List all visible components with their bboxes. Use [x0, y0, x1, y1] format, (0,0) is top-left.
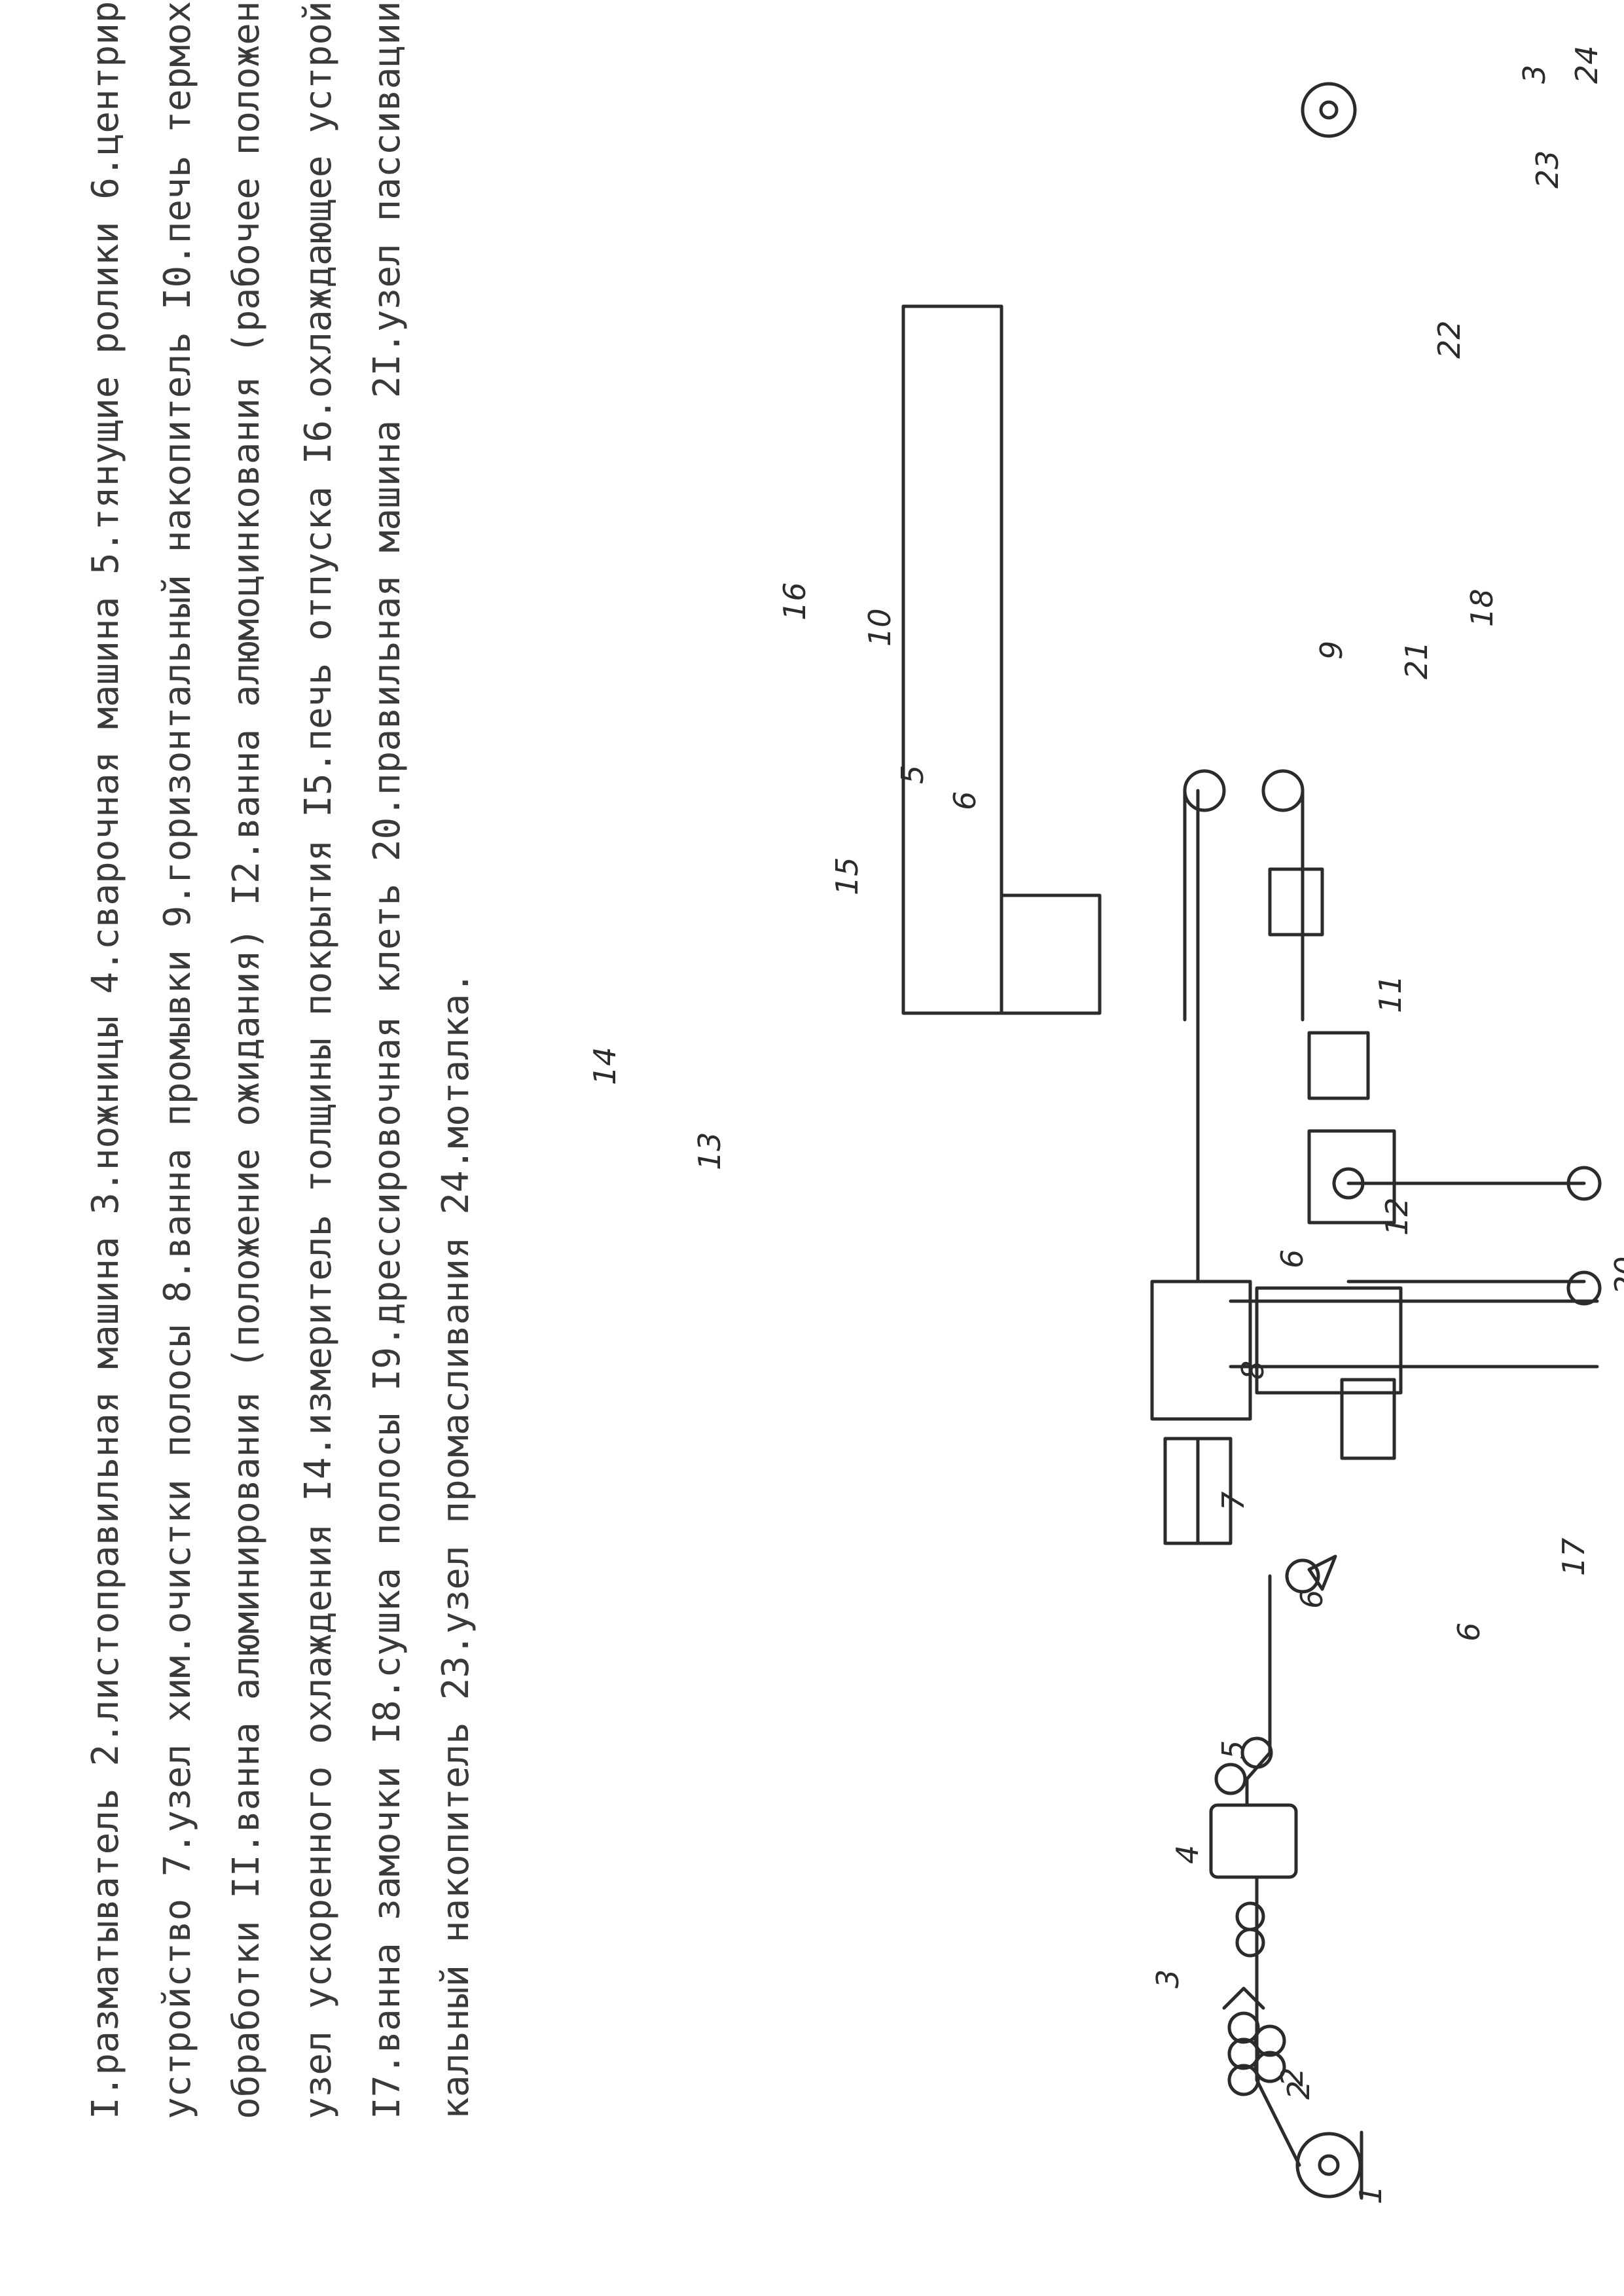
- label-12: 12: [1379, 1197, 1415, 1236]
- legend-line-4: узел ускоренного охлаждения I4.измерител…: [297, 0, 340, 2119]
- label-20: 20: [1608, 1256, 1624, 1295]
- label-13: 13: [692, 1132, 727, 1170]
- rinse-tank-8: [1150, 1280, 1252, 1421]
- recoiler-24: [1301, 82, 1357, 138]
- label-6a: 6: [1294, 1590, 1329, 1609]
- label-6b: 6: [1274, 1249, 1310, 1268]
- label-8: 8: [1235, 1361, 1271, 1380]
- label-15: 15: [829, 857, 865, 895]
- label-18a: 18: [1621, 1551, 1624, 1589]
- label-10: 10: [862, 608, 897, 647]
- legend-line-1: I.разматыватель 2.листоправильная машина…: [84, 0, 127, 2119]
- legend-line-6: кальный накопитель 23.узел промасливания…: [435, 972, 477, 2119]
- label-2b: 2: [1274, 2068, 1310, 2087]
- label-11: 11: [1373, 975, 1408, 1013]
- label-7: 7: [1216, 1492, 1251, 1511]
- label-23: 23: [1530, 150, 1565, 188]
- legend-line-5: I7.ванна замочки I8.сушка полосы I9.дрес…: [366, 0, 408, 2119]
- skinpass-19: [1340, 1378, 1396, 1460]
- passivation-21: [1255, 1286, 1403, 1395]
- label-18b: 18: [1464, 588, 1500, 627]
- legend-line-3: обработки II.ванна алюминирования (полож…: [225, 0, 268, 2119]
- welding-machine-4: [1209, 1803, 1298, 1879]
- oiler-23: [1268, 867, 1324, 937]
- leveler-2: [1227, 2064, 1260, 2096]
- furnace-10: [901, 304, 1003, 1015]
- label-1: 1: [1353, 2185, 1388, 2204]
- legend-line-2: устройство 7.узел хим.очистки полосы 8.в…: [156, 0, 199, 2119]
- label-24: 24: [1569, 45, 1604, 84]
- process-line: [901, 82, 1602, 2200]
- label-6c: 6: [947, 791, 983, 810]
- aluminizing-pot-11: [1307, 1031, 1370, 1100]
- label-17: 17: [1556, 1537, 1591, 1576]
- label-6d: 6: [1451, 1623, 1487, 1641]
- label-3: 3: [1150, 1969, 1185, 1988]
- item-labels: 1 2 2 3 4 5 6 7 8 6 9 5 6 10 11 12 13 14…: [587, 45, 1624, 2204]
- label-21: 21: [1399, 641, 1434, 679]
- label-4: 4: [1170, 1845, 1205, 1864]
- shears-3: [1222, 1986, 1265, 2010]
- legend: I.разматыватель 2.листоправильная машина…: [84, 0, 477, 2119]
- label-9: 9: [1314, 641, 1349, 660]
- label-14: 14: [587, 1047, 623, 1085]
- label-22: 22: [1432, 320, 1467, 359]
- label-5b: 5: [895, 765, 930, 784]
- label-5a: 5: [1216, 1740, 1251, 1759]
- galvalume-pot-12: [1307, 1129, 1396, 1225]
- label-3b: 3: [1517, 65, 1552, 84]
- uncoiler-1: [1295, 2132, 1362, 2198]
- label-16: 16: [777, 582, 812, 620]
- label-2a: 2: [1281, 2081, 1316, 2100]
